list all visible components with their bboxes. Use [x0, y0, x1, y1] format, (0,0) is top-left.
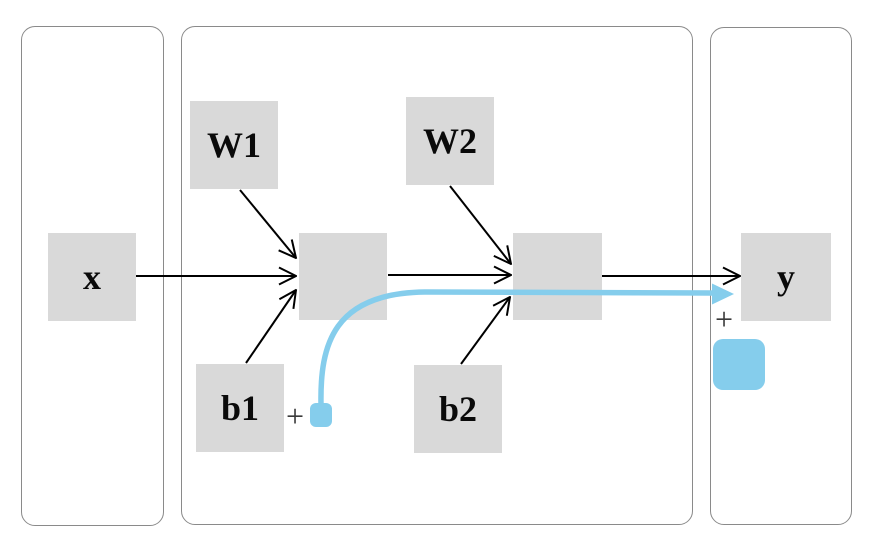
node-b1: b1 — [196, 364, 284, 452]
node-b2-label: b2 — [438, 389, 478, 429]
node-y-label: y — [777, 257, 795, 297]
node-hidden-op-1 — [299, 233, 387, 320]
node-y: y — [741, 233, 831, 321]
residual-square-large — [713, 339, 765, 390]
node-x: x — [48, 233, 136, 321]
node-x-label: x — [83, 257, 101, 297]
plus-operator-output: + — [715, 301, 734, 337]
node-hidden-op-2 — [513, 233, 602, 320]
residual-square-small — [310, 403, 332, 427]
node-w1: W1 — [190, 101, 278, 189]
plus-operator-hidden: + — [286, 398, 305, 434]
node-w1-label: W1 — [207, 125, 261, 165]
node-w2-label: W2 — [423, 121, 477, 161]
node-b2: b2 — [414, 365, 502, 453]
node-w2: W2 — [406, 97, 494, 185]
node-b1-label: b1 — [220, 388, 260, 428]
